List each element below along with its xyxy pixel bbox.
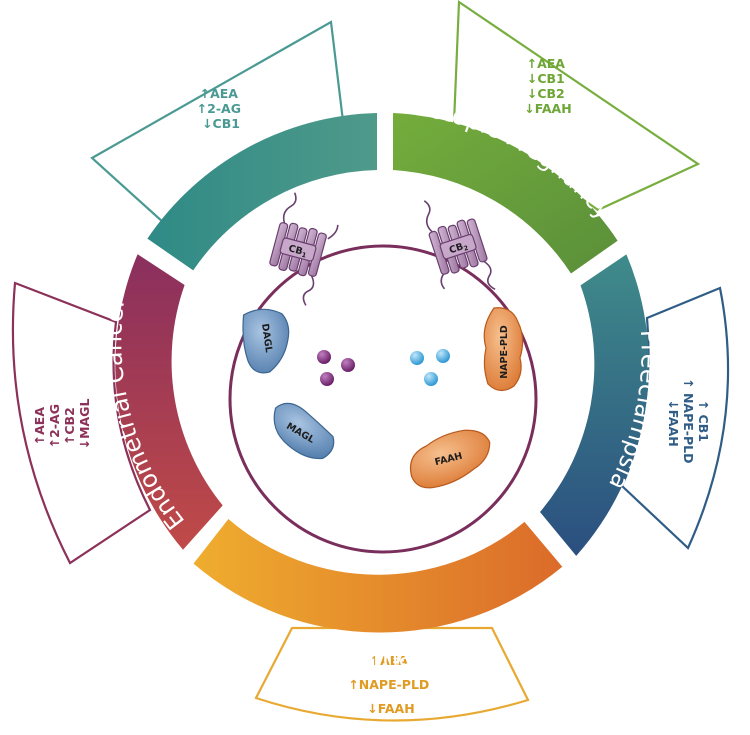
cb2-receptor-icon: CB2	[423, 200, 496, 290]
preeclampsia-marker: ↑ CB1	[696, 400, 711, 442]
nape-pld-enzyme-icon: NAPE-PLD	[483, 307, 524, 392]
ectopic-pregnancy-segment	[393, 113, 618, 274]
miscarriage-marker: ↑NAPE-PLD	[348, 677, 429, 692]
miscarriage-markers-text: ↑AEA ↑NAPE-PLD ↓FAAH	[348, 653, 433, 716]
cancer-markers-text: ↑AEA ↑2-AG ↑CB2 ↓MAGL	[32, 399, 92, 450]
nape-pld-label: NAPE-PLD	[499, 325, 510, 379]
cancer-marker: ↓MAGL	[77, 399, 92, 450]
2-ag-molecules-icon	[317, 350, 355, 386]
dagl-enzyme-icon: DAGL	[242, 308, 290, 374]
preeclampsia-markers-text: ↑ CB1 ↑ NAPE-PLD ↓FAAH	[666, 378, 711, 468]
center-cell-circle	[228, 244, 538, 554]
cancer-marker: ↑AEA	[32, 407, 47, 446]
cb1-label: CB1	[287, 243, 309, 260]
endometriosis-marker: ↑AEA	[200, 86, 239, 101]
miscarriage-marker: ↓FAAH	[367, 701, 414, 716]
blue-ball	[436, 349, 450, 363]
miscarriage-marker: ↑AEA	[370, 653, 409, 668]
cb1-receptor-icon: CB1	[269, 192, 339, 306]
blue-ball	[424, 372, 438, 386]
endometrial-cancer-segment	[115, 254, 223, 550]
cancer-marker: ↑CB2	[62, 407, 77, 445]
miscarriage-segment	[193, 519, 563, 633]
endometriosis-segment	[147, 113, 377, 271]
ectopic-markers-text: ↑AEA ↓CB1 ↓CB2 ↓FAAH	[524, 56, 571, 116]
preeclampsia-marker: ↑ NAPE-PLD	[681, 378, 696, 463]
blue-ball	[410, 351, 424, 365]
purple-ball	[320, 372, 334, 386]
endometrial-cancer-marker-box: ↑AEA ↑2-AG ↑CB2 ↓MAGL	[11, 281, 152, 565]
preeclampsia-segment	[540, 254, 649, 556]
ectopic-marker: ↓CB1	[527, 71, 565, 86]
ectopic-marker: ↓CB2	[527, 86, 565, 101]
preeclampsia-marker: ↓FAAH	[666, 399, 681, 446]
endometriosis-marker: ↑2-AG	[197, 101, 241, 116]
cb2-label: CB2	[448, 240, 470, 257]
purple-ball	[341, 358, 355, 372]
cancer-marker: ↑2-AG	[47, 404, 62, 448]
purple-ball	[317, 350, 331, 364]
miscarriage-marker-box: ↑AEA ↑NAPE-PLD ↓FAAH	[254, 626, 530, 722]
ectopic-marker: ↑AEA	[527, 56, 566, 71]
faah-enzyme-icon: FAAH	[409, 429, 491, 489]
endometriosis-markers-text: ↑AEA ↑2-AG ↓CB1	[197, 86, 246, 131]
magl-enzyme-icon: MAGL	[273, 402, 335, 460]
dagl-label: DAGL	[259, 323, 274, 353]
ectopic-marker: ↓FAAH	[524, 101, 571, 116]
aea-molecules-icon	[410, 349, 450, 386]
endometriosis-marker: ↓CB1	[202, 116, 240, 131]
